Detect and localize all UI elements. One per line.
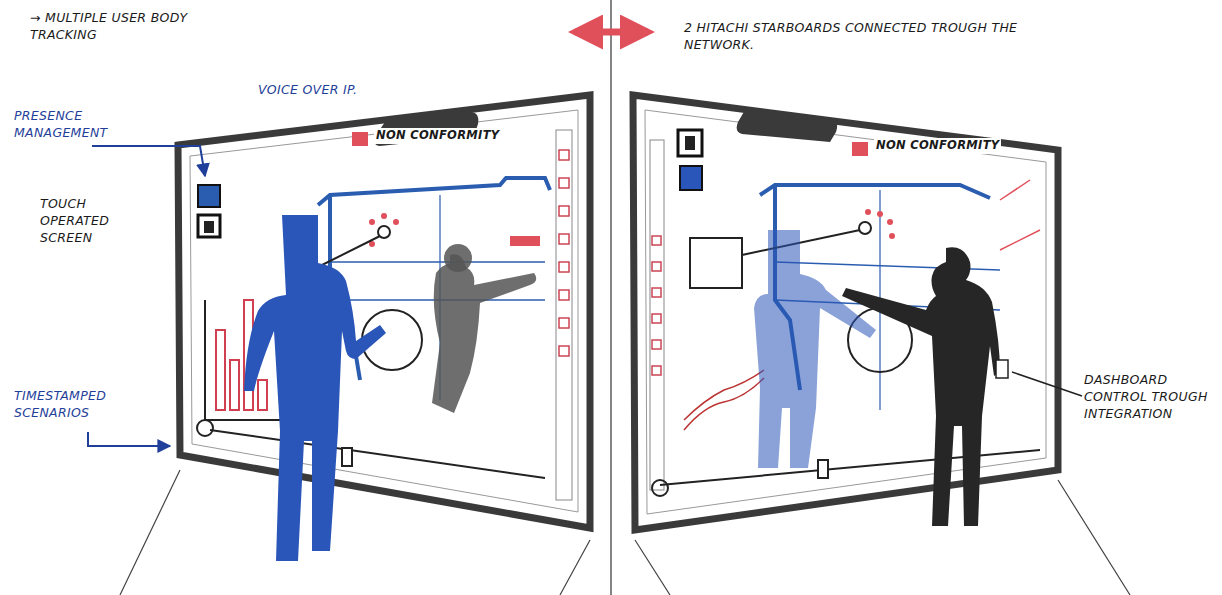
screen-label: NON CONFORMITY bbox=[374, 128, 501, 144]
annotation-note: 2 HITACHI STARBOARDS CONNECTED TROUGH TH… bbox=[684, 20, 1044, 54]
annotation-note: DASHBOARD CONTROL TROUGH INTEGRATION bbox=[1084, 372, 1212, 423]
screen-label: NON CONFORMITY bbox=[874, 138, 1001, 154]
annotation-note: TOUCH OPERATED SCREEN bbox=[40, 196, 150, 247]
annotation-note: VOICE OVER IP. bbox=[258, 82, 357, 99]
annotation-note: TIMESTAMPED SCENARIOS bbox=[14, 388, 144, 422]
annotation-note: PRESENCE MANAGEMENT bbox=[14, 108, 134, 142]
annotation-note: → MULTIPLE USER BODY TRACKING bbox=[30, 10, 200, 44]
